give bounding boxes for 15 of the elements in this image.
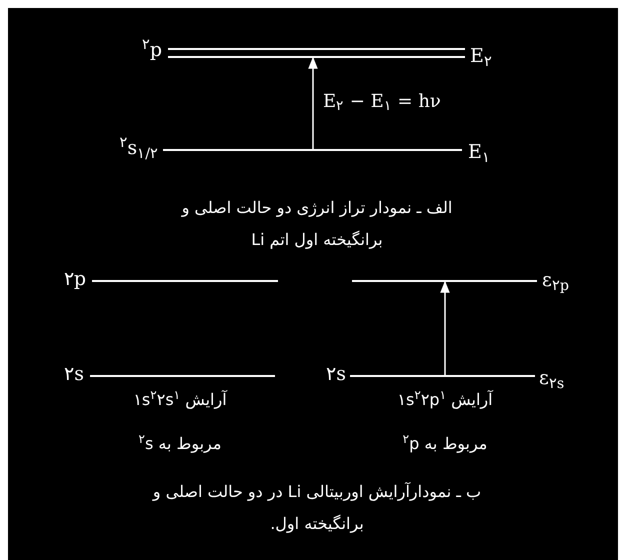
- arrow: [308, 56, 318, 149]
- energy-level-line: [90, 375, 275, 377]
- energy-level-line: [163, 149, 462, 151]
- level-label: ۲s: [326, 362, 346, 386]
- energy-level-line: [352, 280, 537, 282]
- level-label: ۲s: [64, 362, 84, 386]
- arrow: [440, 280, 450, 375]
- level-label: ۲p: [64, 267, 86, 291]
- double-energy-level-line: [168, 48, 465, 58]
- energy-level-line: [350, 375, 535, 377]
- configuration-label: آرایش ۱s$^{۲}$۲p$^{۱}$: [396, 387, 494, 411]
- caption-text: الف ـ نمودار تراز انرژی دو حالت اصلی و برانگیخته اول اتم Li: [180, 197, 454, 251]
- caption-text: ب ـ نمودارآرایش اوربیتالی Li در دو حالت اصلی و برانگیخته اول.: [151, 481, 482, 535]
- configuration-label: آرایش ۱s$^{۲}$۲s$^{۱}$: [132, 387, 228, 411]
- energy-level-line: [92, 280, 278, 282]
